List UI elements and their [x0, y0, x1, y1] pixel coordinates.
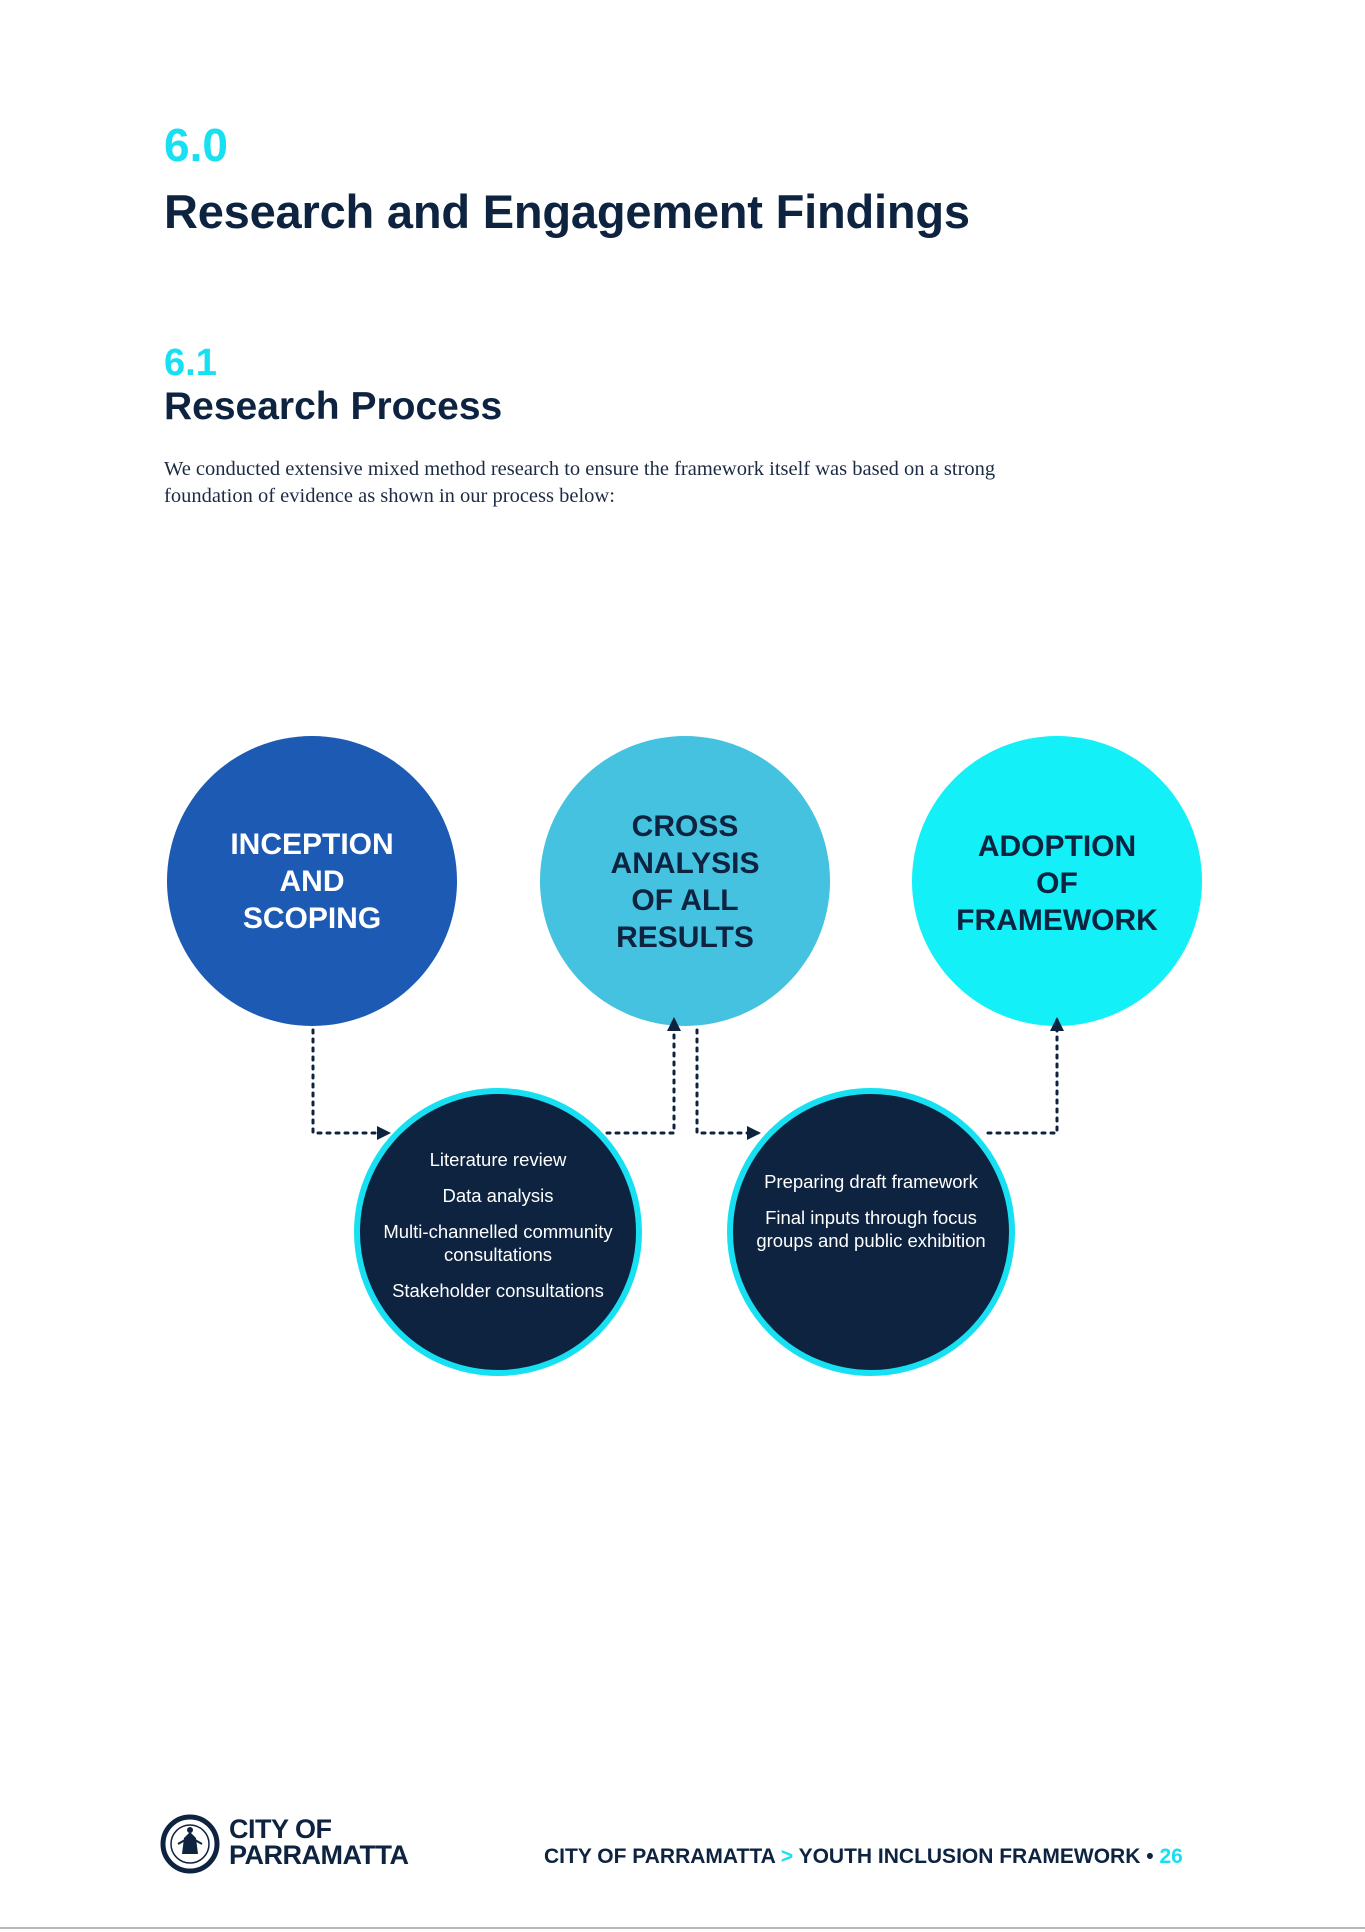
stage-circle-adoption	[912, 736, 1202, 1026]
footer-bullet: •	[1146, 1845, 1154, 1868]
activity-item: Literature review	[429, 1149, 567, 1170]
activity-list-research: Literature review Data analysis Multi-ch…	[363, 1148, 633, 1315]
intro-line-2: foundation of evidence as shown in our p…	[164, 485, 615, 507]
activity-circle-research	[354, 1088, 642, 1376]
page-number: 26	[1159, 1845, 1183, 1868]
activity-item: Stakeholder consultations	[392, 1280, 604, 1301]
page-title: Research and Engagement Findings	[164, 185, 970, 238]
connector-drafting-to-adoption	[986, 1017, 1064, 1135]
footer-document-title: YOUTH INCLUSION FRAMEWORK	[798, 1845, 1141, 1868]
intro-paragraph: We conducted extensive mixed method rese…	[164, 456, 1214, 510]
activity-circle-drafting	[727, 1088, 1015, 1376]
activity-item: Preparing draft framework	[764, 1171, 978, 1192]
subsection-title: Research Process	[164, 385, 503, 428]
footer-breadcrumb: CITY OF PARRAMATTA > YOUTH INCLUSION FRA…	[544, 1845, 1183, 1869]
activity-item: Final inputs through focus groups and pu…	[756, 1207, 986, 1251]
activity-item: Multi-channelled community consultations	[383, 1221, 613, 1265]
stage-label-cross-analysis: CROSS ANALYSIS OF ALL RESULTS	[610, 810, 760, 954]
connector-inception-to-research	[311, 1028, 391, 1140]
connector-analysis-to-drafting	[695, 1028, 761, 1140]
stage-circle-inception	[167, 736, 457, 1026]
stage-label-inception: INCEPTION AND SCOPING	[230, 828, 394, 935]
activity-item: Data analysis	[442, 1185, 554, 1206]
subsection-number: 6.1	[164, 342, 217, 384]
footer-separator: >	[780, 1845, 794, 1868]
activity-list-drafting: Preparing draft framework Final inputs t…	[751, 1170, 991, 1265]
intro-line-1: We conducted extensive mixed method rese…	[164, 458, 996, 480]
footer-logo-wordmark: CITY OF PARRAMATTA	[229, 1814, 409, 1870]
section-number: 6.0	[164, 119, 228, 171]
stage-label-adoption: ADOPTION OF FRAMEWORK	[956, 830, 1158, 937]
page-bottom-border	[0, 1927, 1365, 1929]
city-crest-logo-icon	[160, 1814, 220, 1874]
connector-research-to-analysis	[605, 1017, 681, 1135]
footer-org: CITY OF PARRAMATTA	[544, 1845, 775, 1868]
stage-circle-cross-analysis	[540, 736, 830, 1026]
